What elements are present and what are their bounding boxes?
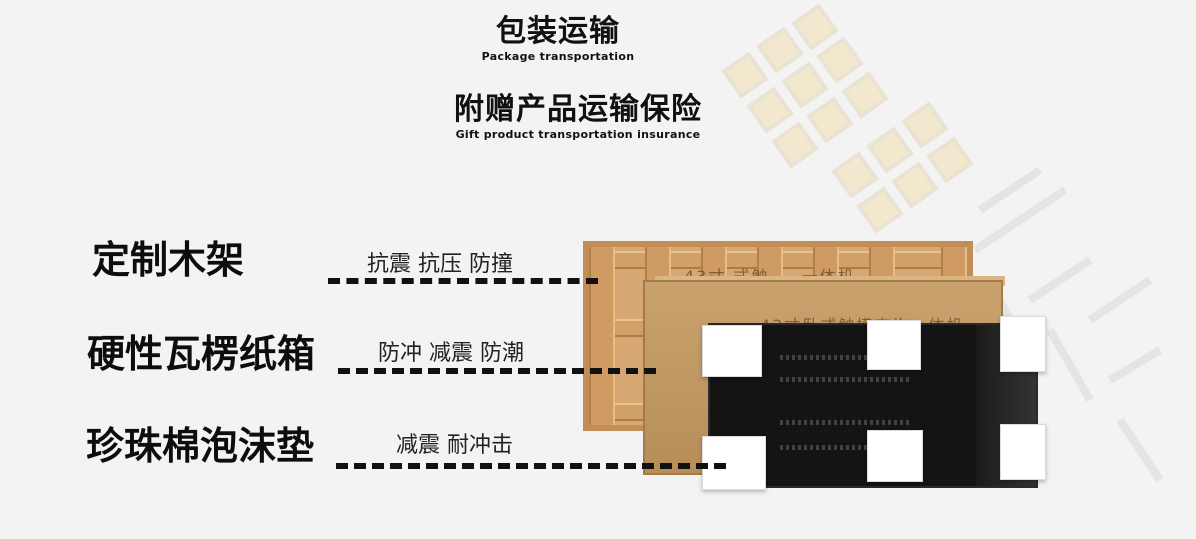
section-title: 包装运输 xyxy=(496,14,620,49)
foam-corner-bottom-right xyxy=(1000,424,1046,480)
pointer-line-carton xyxy=(338,368,656,374)
foam-corner-bottom-middle xyxy=(867,430,923,482)
foam-corner-bottom-left xyxy=(702,436,766,490)
insurance-header: 附赠产品运输保险 Gift product transportation ins… xyxy=(0,92,1176,142)
foam-corner-top-middle xyxy=(867,320,921,370)
foam-corner-top-left xyxy=(702,325,762,377)
layer-label-foam: 珍珠棉泡沫垫 xyxy=(86,424,315,468)
brand-logo-watermark-icon xyxy=(721,3,1164,483)
foam-corner-top-right xyxy=(1000,316,1046,372)
layer-label-wooden-frame: 定制木架 xyxy=(92,238,245,282)
pointer-line-foam xyxy=(336,463,726,469)
section-header: 包装运输 Package transportation xyxy=(0,14,1156,64)
layer-label-carton: 硬性瓦楞纸箱 xyxy=(87,332,316,376)
layer-features-foam: 减震 耐冲击 xyxy=(396,433,513,458)
insurance-subtitle: Gift product transportation insurance xyxy=(455,128,701,141)
pointer-line-wooden-frame xyxy=(328,278,598,284)
layer-features-wooden-frame: 抗震 抗压 防撞 xyxy=(367,252,513,277)
layer-features-carton: 防冲 减震 防潮 xyxy=(378,341,524,366)
section-subtitle: Package transportation xyxy=(481,50,635,63)
insurance-title: 附赠产品运输保险 xyxy=(454,92,702,127)
